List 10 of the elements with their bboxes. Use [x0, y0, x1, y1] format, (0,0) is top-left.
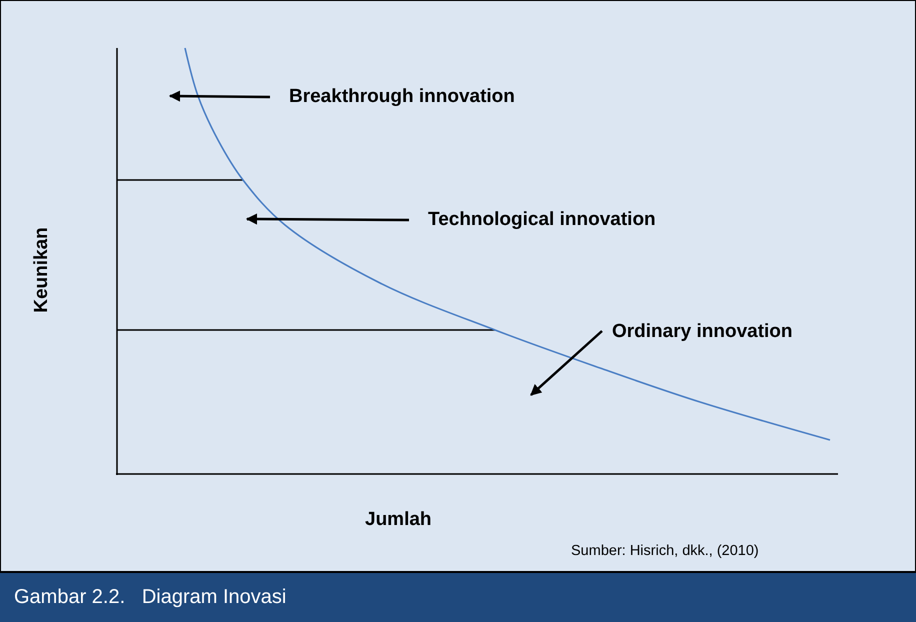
callout-label: Technological innovation [428, 209, 656, 231]
axis-title: Jumlah [365, 509, 432, 531]
arrow [246, 213, 409, 225]
arrow [168, 90, 270, 102]
arrow [530, 330, 603, 396]
callout-label: Breakthrough innovation [289, 86, 515, 108]
callout-label: Ordinary innovation [612, 321, 793, 343]
figure-caption: Gambar 2.2. Diagram Inovasi [0, 573, 916, 622]
axis-title: Keunikan [31, 227, 53, 313]
source-note: Sumber: Hisrich, dkk., (2010) [571, 543, 759, 559]
